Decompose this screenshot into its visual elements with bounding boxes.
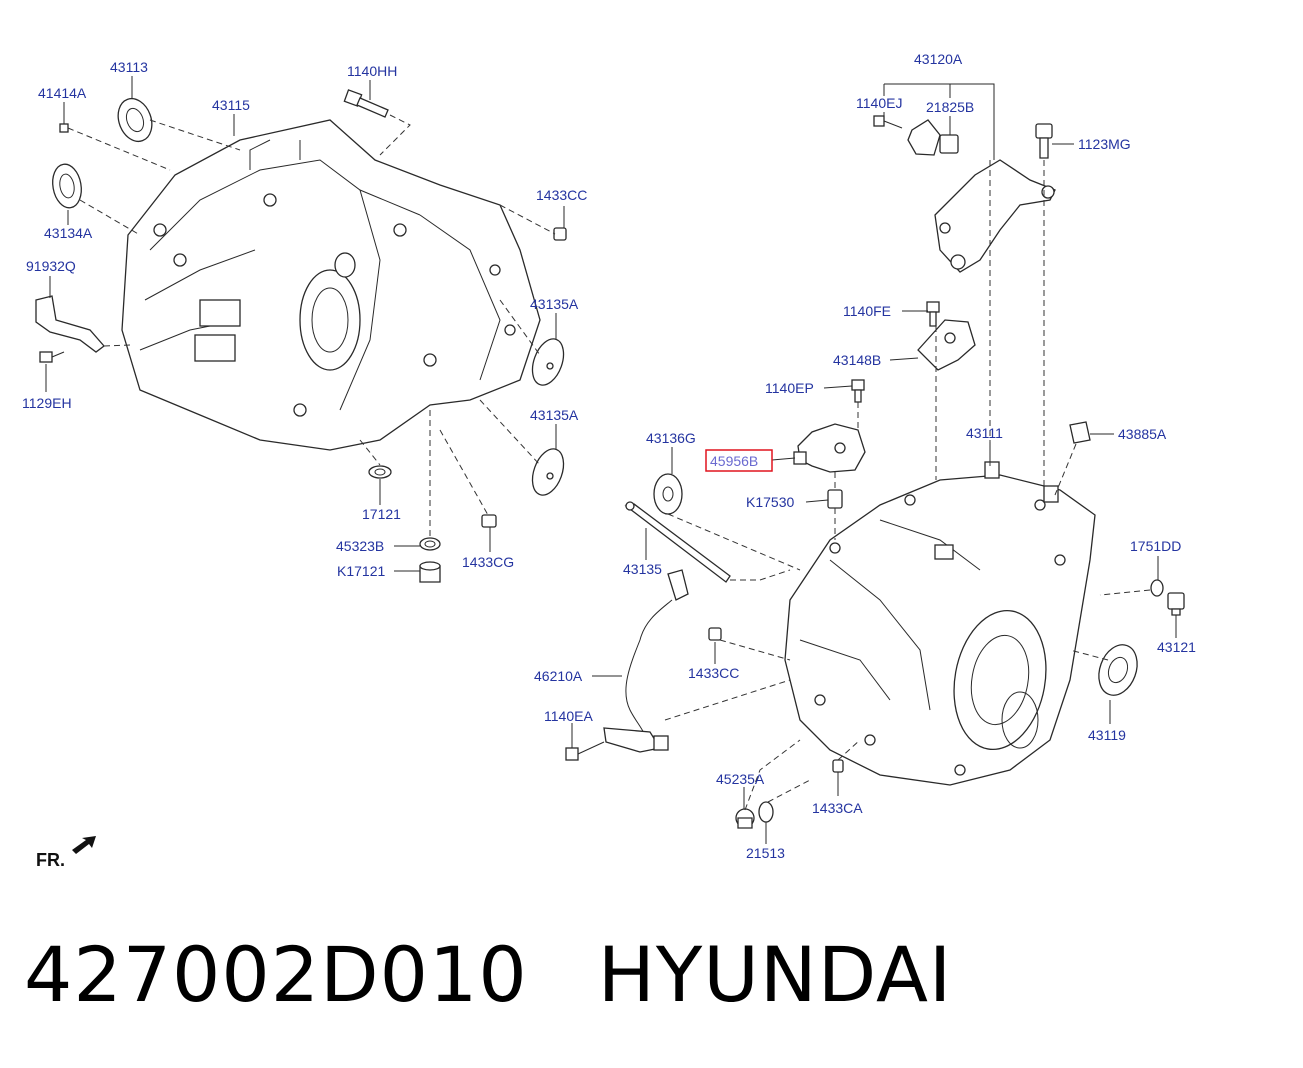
shim-43136G [653,473,683,515]
label-1123MG[interactable]: 1123MG [1078,136,1131,152]
plug-43121 [1167,592,1185,616]
label-43121[interactable]: 43121 [1157,639,1196,655]
highlight-box-45956B [705,449,773,472]
label-43111[interactable]: 43111 [966,425,1003,441]
part-caption: 427002D010 HYUNDAI [24,930,952,1040]
brand-name: HYUNDAI [597,930,953,1019]
part-labels: 43113 41414A 43115 1140HH 43134A 91932Q … [22,51,1196,861]
bracket-43148B [917,319,976,371]
label-17121[interactable]: 17121 [362,506,401,522]
label-46210A[interactable]: 46210A [534,668,583,684]
oil-seal-43119 [1098,644,1138,696]
shim-43135A-lower [531,448,565,496]
plug-45235A [735,808,755,829]
pin-41414A [59,123,69,133]
label-91932Q[interactable]: 91932Q [26,258,76,274]
bolt-1140HH [343,89,389,118]
label-21825B[interactable]: 21825B [926,99,974,115]
gasket-21513 [758,801,774,823]
label-K17121[interactable]: K17121 [337,563,385,579]
label-1140EA[interactable]: 1140EA [544,708,593,724]
label-1140EJ[interactable]: 1140EJ [856,95,902,111]
bolt-1140FE [926,301,940,327]
label-43885A[interactable]: 43885A [1118,426,1167,442]
oring-1751DD [1150,579,1164,597]
dowel-1433CA [832,759,844,773]
plug-K17121 [419,561,441,583]
bolt-1123MG [1035,123,1053,159]
label-45956B[interactable]: 45956B [710,453,758,469]
label-1751DD[interactable]: 1751DD [1130,538,1181,554]
label-1140EP[interactable]: 1140EP [765,380,814,396]
label-45323B[interactable]: 45323B [336,538,384,554]
transmission-housing-right [784,461,1096,786]
label-43120A[interactable]: 43120A [914,51,963,67]
dowel-43885A [1069,421,1091,444]
label-43148B[interactable]: 43148B [833,352,881,368]
front-direction-marker: FR. [36,836,96,870]
label-21513[interactable]: 21513 [746,845,785,861]
oring-45323B [419,537,441,551]
mount-bracket-43120A [934,159,1056,273]
bolt-1129EH [39,351,65,363]
front-label: FR. [36,850,65,870]
rod-43135 [624,501,731,583]
dowel-1433CC-top [553,227,567,241]
part-number: 427002D010 [24,930,528,1019]
label-43115[interactable]: 43115 [212,97,250,113]
label-K17530[interactable]: K17530 [746,494,794,510]
label-45235A[interactable]: 45235A [716,771,765,787]
label-43119[interactable]: 43119 [1088,727,1126,743]
label-1433CC-top[interactable]: 1433CC [536,187,587,203]
leader-lines [45,76,1177,844]
label-43113[interactable]: 43113 [110,59,148,75]
assembly-lines [67,114,1151,811]
bracket-91932Q [35,295,105,353]
plug-K17530 [827,489,843,509]
inhibitor-switch-45956B [793,423,866,473]
washer-17121 [368,465,392,479]
label-43136G[interactable]: 43136G [646,430,696,446]
label-1140FE[interactable]: 1140FE [843,303,891,319]
speed-sensor-46210A [603,569,689,753]
oil-seal-43134A [52,163,82,209]
label-43135[interactable]: 43135 [623,561,662,577]
dowel-1433CG [481,514,497,528]
label-43135A-lower[interactable]: 43135A [530,407,579,423]
dowel-1433CC-mid [708,627,722,641]
oil-seal-43113 [117,97,153,143]
label-41414A[interactable]: 41414A [38,85,87,101]
transaxle-case-exploded-diagram: 43113 41414A 43115 1140HH 43134A 91932Q … [22,51,1196,870]
transmission-housing-left [121,119,541,451]
label-1433CC-mid[interactable]: 1433CC [688,665,739,681]
label-1129EH[interactable]: 1129EH [22,395,72,411]
bolt-1140EP [851,379,865,403]
bracket-piece-21825B-area [907,119,959,156]
label-1433CG[interactable]: 1433CG [462,554,514,570]
arrow-icon [72,836,96,854]
label-1433CA[interactable]: 1433CA [812,800,863,816]
label-43134A[interactable]: 43134A [44,225,93,241]
label-43135A-upper[interactable]: 43135A [530,296,579,312]
label-1140HH[interactable]: 1140HH [347,63,397,79]
bolt-1140EJ [873,115,903,129]
